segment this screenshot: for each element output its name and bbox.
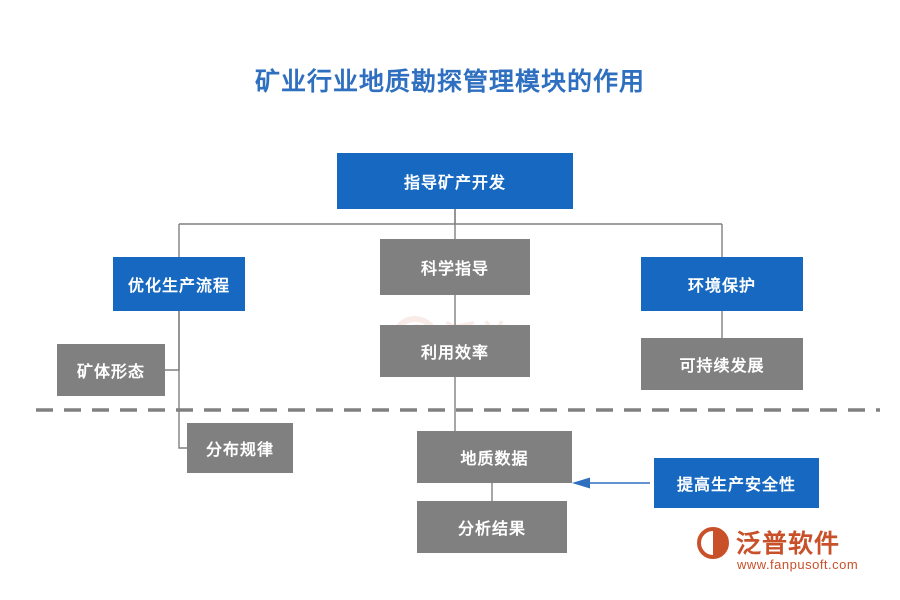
node-label: 矿体形态 xyxy=(76,364,145,381)
node-analysis-result[interactable]: 分析结果 xyxy=(417,501,567,553)
node-label: 优化生产流程 xyxy=(127,278,230,295)
node-improve-safety[interactable]: 提高生产安全性 xyxy=(654,458,819,508)
page-title: 矿业行业地质勘探管理模块的作用 xyxy=(254,68,645,96)
node-label: 分析结果 xyxy=(457,521,526,538)
node-label: 提高生产安全性 xyxy=(676,477,796,494)
node-label: 科学指导 xyxy=(420,261,489,278)
node-distribution-law[interactable]: 分布规律 xyxy=(187,423,293,473)
node-geological-data[interactable]: 地质数据 xyxy=(417,431,572,483)
brand-logo: 泛普软件 www.fanpusoft.com xyxy=(696,524,882,582)
node-label: 分布规律 xyxy=(205,442,274,459)
brand-name: 泛普软件 xyxy=(736,530,841,558)
node-sustainable-dev[interactable]: 可持续发展 xyxy=(641,338,803,390)
node-env-protection[interactable]: 环境保护 xyxy=(641,257,803,311)
brand-url: www.fanpusoft.com xyxy=(737,557,859,572)
fanpu-mark-icon xyxy=(697,527,729,559)
node-label: 环境保护 xyxy=(687,278,756,295)
node-guide-mineral-dev[interactable]: 指导矿产开发 xyxy=(337,153,573,209)
node-scientific-guide[interactable]: 科学指导 xyxy=(380,239,530,295)
node-label: 指导矿产开发 xyxy=(403,175,506,192)
node-optimize-process[interactable]: 优化生产流程 xyxy=(113,257,245,311)
node-ore-body-shape[interactable]: 矿体形态 xyxy=(57,344,165,396)
node-label: 利用效率 xyxy=(420,345,489,362)
node-label: 地质数据 xyxy=(460,451,529,468)
node-use-efficiency[interactable]: 利用效率 xyxy=(380,325,530,377)
node-label: 可持续发展 xyxy=(679,358,765,375)
